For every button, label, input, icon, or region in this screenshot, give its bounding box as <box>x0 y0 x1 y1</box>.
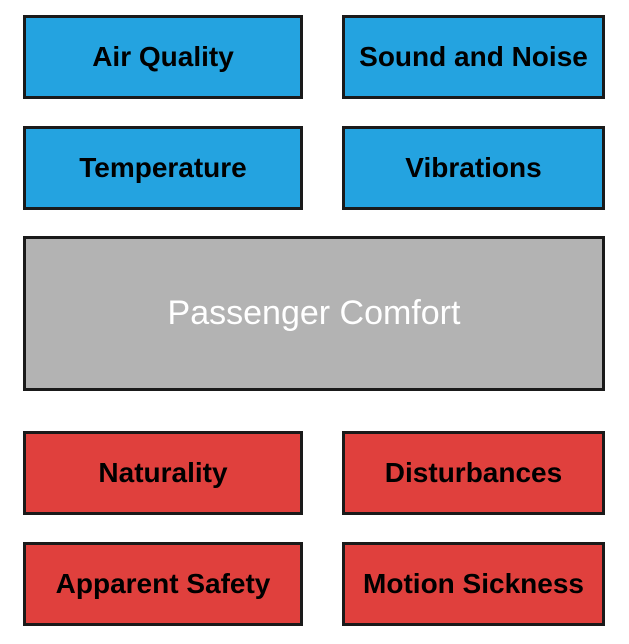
sound-and-noise-label: Sound and Noise <box>359 41 588 72</box>
motion-sickness-label: Motion Sickness <box>363 568 584 599</box>
motion-sickness-box: Motion Sickness <box>342 542 605 626</box>
naturality-label: Naturality <box>98 457 228 488</box>
naturality-box: Naturality <box>23 431 303 515</box>
sound-and-noise-box: Sound and Noise <box>342 15 605 99</box>
apparent-safety-label: Apparent Safety <box>55 568 271 599</box>
apparent-safety-box: Apparent Safety <box>23 542 303 626</box>
temperature-box: Temperature <box>23 126 303 210</box>
vibrations-box: Vibrations <box>342 126 605 210</box>
vibrations-label: Vibrations <box>405 152 542 183</box>
disturbances-label: Disturbances <box>384 457 563 488</box>
passenger-comfort-label: Passenger Comfort <box>167 294 461 332</box>
disturbances-box: Disturbances <box>342 431 605 515</box>
air-quality-label: Air Quality <box>92 41 234 72</box>
passenger-comfort-box: Passenger Comfort <box>23 236 605 391</box>
temperature-label: Temperature <box>79 152 247 183</box>
air-quality-box: Air Quality <box>23 15 303 99</box>
